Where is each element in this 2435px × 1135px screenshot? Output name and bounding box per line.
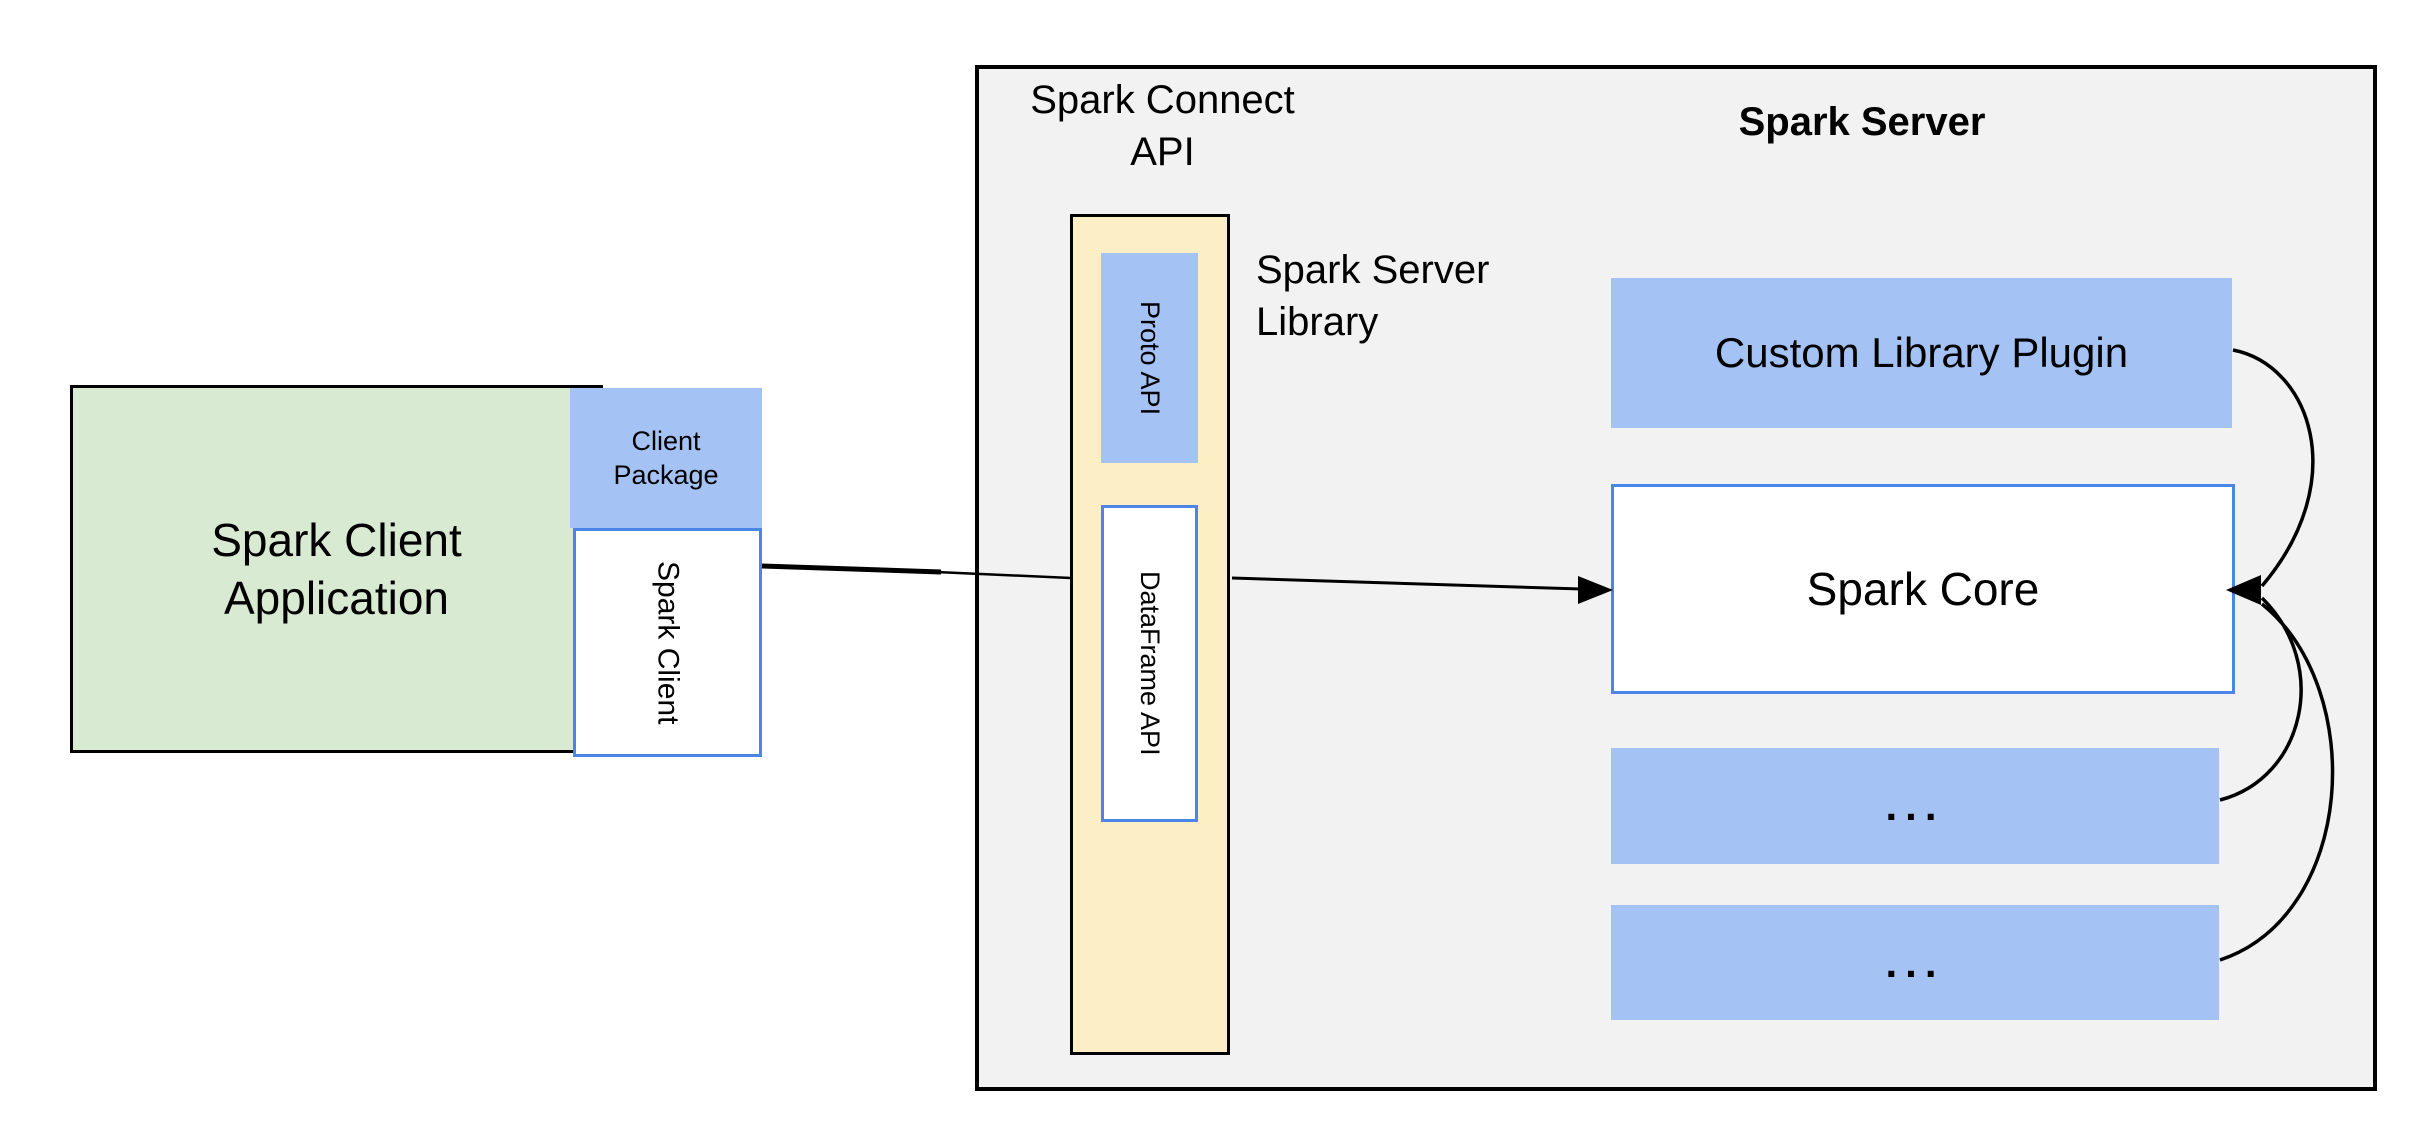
arrow-client-to-connect-thick: [761, 563, 942, 575]
client-package-box: Client Package: [570, 388, 762, 528]
spark-connect-api-label: Spark Connect API: [1030, 78, 1295, 174]
proto-api-label: Proto API: [1135, 300, 1165, 416]
spark-client-label: Spark Client: [651, 560, 685, 725]
spark-client-application-label: Spark Client Application: [211, 514, 462, 624]
plugin-placeholder-box-2: ...: [1611, 905, 2219, 1020]
spark-core-box: Spark Core: [1611, 484, 2235, 694]
proto-api-box: Proto API: [1101, 253, 1198, 463]
client-package-label: Client Package: [613, 426, 719, 490]
spark-client-box: Spark Client: [573, 528, 762, 757]
spark-core-label: Spark Core: [1806, 563, 2040, 615]
ellipsis-label-2: ...: [1885, 938, 1945, 986]
spark-server-library-label: Spark Server Library: [1256, 248, 1490, 344]
plugin-placeholder-box-1: ...: [1611, 748, 2219, 864]
dataframe-api-box: DataFrame API: [1101, 505, 1198, 822]
spark-server-title: Spark Server: [1738, 100, 1986, 144]
custom-library-plugin-label: Custom Library Plugin: [1714, 329, 2129, 376]
dataframe-api-label: DataFrame API: [1135, 571, 1165, 756]
custom-library-plugin-box: Custom Library Plugin: [1611, 278, 2232, 428]
spark-client-application-box: Spark Client Application: [70, 385, 603, 753]
ellipsis-label-1: ...: [1885, 782, 1945, 829]
